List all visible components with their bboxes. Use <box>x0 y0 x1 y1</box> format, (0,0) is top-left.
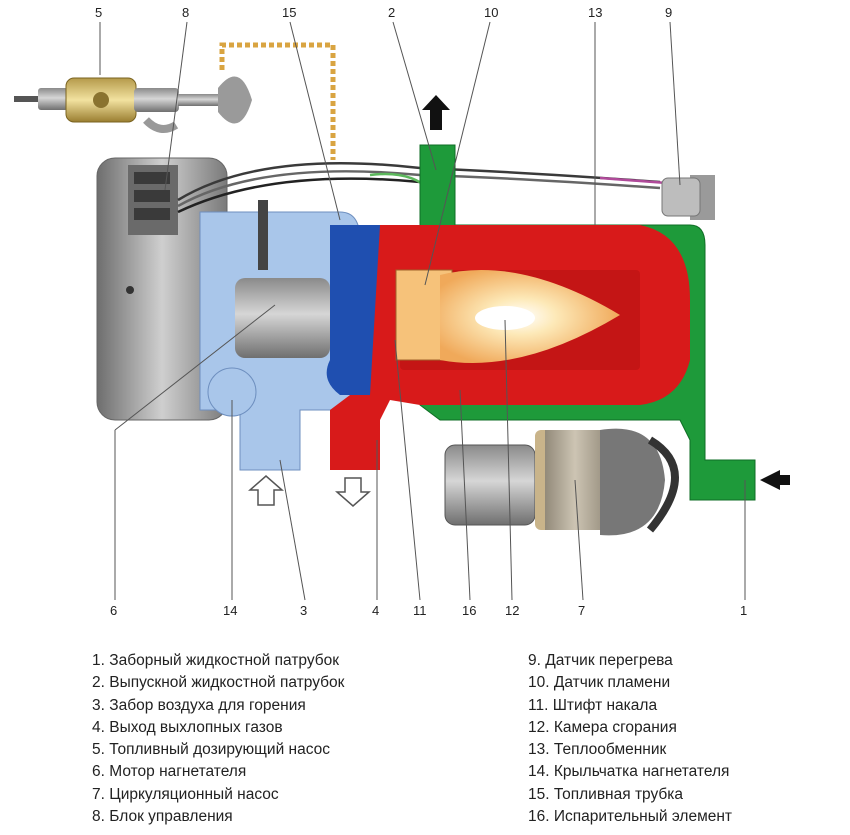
callout-9: 9 <box>665 5 672 20</box>
fuel-line <box>219 42 336 160</box>
legend-item-5: 5. Топливный дозирующий насос <box>92 741 331 759</box>
flow-arrows <box>248 95 790 507</box>
legend-item-13: 13. Теплообменник <box>528 741 667 759</box>
callout-4: 4 <box>372 603 379 618</box>
callout-14: 14 <box>223 603 237 618</box>
callout-10: 10 <box>484 5 498 20</box>
callout-13: 13 <box>588 5 602 20</box>
callout-1: 1 <box>740 603 747 618</box>
legend-item-16: 16. Испарительный элемент <box>528 808 733 826</box>
legend-item-6: 6. Мотор нагнетателя <box>92 763 247 781</box>
legend-item-3: 3. Забор воздуха для горения <box>92 696 306 714</box>
circulation-pump <box>444 428 679 536</box>
legend-item-14: 14. Крыльчатка нагнетателя <box>528 763 730 781</box>
callout-2: 2 <box>388 5 395 20</box>
legend-item-12: 12. Камера сгорания <box>528 718 677 736</box>
legend-item-1: 1. Заборный жидкостной патрубок <box>92 652 340 669</box>
legend-item-2: 2. Выпускной жидкостной патрубок <box>92 674 345 692</box>
fuel-metering-pump <box>14 76 252 133</box>
callout-8: 8 <box>182 5 189 20</box>
callout-5: 5 <box>95 5 102 20</box>
legend-item-15: 15. Топливная трубка <box>528 785 684 803</box>
callout-6: 6 <box>110 603 117 618</box>
leader-lines <box>99 21 746 601</box>
legend-right-column: 9. Датчик перегрева 10. Датчик пламени 1… <box>528 650 732 828</box>
legend-item-11: 11. Штифт накала <box>528 696 658 714</box>
legend-item-8: 8. Блок управления <box>92 808 233 826</box>
legend-item-10: 10. Датчик пламени <box>528 674 671 692</box>
control-unit <box>96 157 228 421</box>
callout-11: 11 <box>413 603 427 618</box>
callout-7: 7 <box>578 603 585 618</box>
heater-cutaway-diagram: 5 8 15 2 10 13 9 6 14 3 4 11 16 12 7 1 <box>14 5 790 618</box>
callout-16: 16 <box>462 603 476 618</box>
callout-15: 15 <box>282 5 296 20</box>
legend-item-9: 9. Датчик перегрева <box>528 652 673 669</box>
legend-left-column: 1. Заборный жидкостной патрубок 2. Выпус… <box>92 650 344 828</box>
legend-item-7: 7. Циркуляционный насос <box>92 785 279 803</box>
combustion-chamber <box>330 225 690 470</box>
legend-item-4: 4. Выход выхлопных газов <box>92 718 283 736</box>
callout-numbers: 5 8 15 2 10 13 9 6 14 3 4 11 16 12 7 1 <box>95 5 747 618</box>
callout-12: 12 <box>505 603 519 618</box>
callout-3: 3 <box>300 603 307 618</box>
